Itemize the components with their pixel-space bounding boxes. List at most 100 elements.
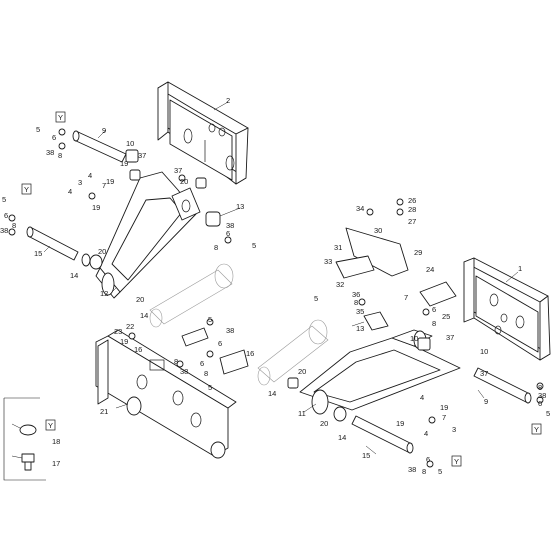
callout-26: 26 [408, 196, 416, 205]
callout-5: 5 [208, 383, 212, 392]
bushing-part-20-left [81, 253, 103, 270]
callout-19: 19 [92, 203, 100, 212]
pin-part-9-right [473, 367, 532, 404]
callout-25: 25 [442, 312, 450, 321]
svg-text:Y: Y [58, 113, 63, 122]
callout-20: 20 [180, 177, 188, 186]
callout-5: 5 [438, 467, 442, 476]
callout-37: 37 [174, 166, 182, 175]
callout-31: 31 [334, 243, 342, 252]
callout-4: 4 [420, 393, 424, 402]
inset-detail-box [3, 397, 46, 481]
callout-8: 8 [432, 319, 436, 328]
callout-22: 22 [126, 322, 134, 331]
callout-20: 20 [298, 367, 306, 376]
detail-marker-y-5: Y [45, 419, 56, 431]
callout-8: 8 [204, 369, 208, 378]
bushing-part-20-right [287, 377, 347, 422]
callout-6: 6 [432, 305, 436, 314]
callout-5: 5 [208, 315, 212, 324]
pin-part-15-right [351, 415, 414, 454]
cylinder-ghost-upper [149, 263, 234, 328]
callout-38: 38 [226, 221, 234, 230]
callout-4: 4 [424, 429, 428, 438]
callout-6: 6 [52, 133, 56, 142]
callout-13: 13 [236, 202, 244, 211]
callout-35: 35 [356, 307, 364, 316]
callout-11: 11 [298, 409, 306, 418]
clamp-part-29-30 [335, 227, 409, 279]
callout-6: 6 [226, 229, 230, 238]
callout-5: 5 [546, 409, 550, 418]
pin-part-16 [181, 327, 249, 375]
callout-36: 36 [352, 290, 360, 299]
callout-8: 8 [354, 298, 358, 307]
plate-part-24 [419, 281, 457, 307]
svg-text:Y: Y [534, 425, 539, 434]
callout-8: 8 [58, 151, 62, 160]
callout-15: 15 [34, 249, 42, 258]
callout-38: 38 [226, 326, 234, 335]
callout-20: 20 [320, 419, 328, 428]
callout-19: 19 [106, 177, 114, 186]
pin-part-9-left [72, 130, 127, 163]
callout-38: 38 [46, 148, 54, 157]
callout-37: 37 [446, 333, 454, 342]
bushing-part-13-upper [195, 177, 221, 227]
callout-8: 8 [174, 357, 178, 366]
callout-6: 6 [426, 455, 430, 464]
callout-14: 14 [140, 311, 148, 320]
callout-37: 37 [480, 369, 488, 378]
callout-29: 29 [414, 248, 422, 257]
callout-5: 5 [314, 294, 318, 303]
callout-6: 6 [538, 399, 542, 408]
callout-4: 4 [88, 171, 92, 180]
callout-14: 14 [268, 389, 276, 398]
callout-6: 6 [200, 359, 204, 368]
callout-6: 6 [4, 211, 8, 220]
bushing-part-13-lower [363, 311, 431, 351]
callout-5: 5 [252, 241, 256, 250]
callout-9: 9 [102, 126, 106, 135]
callout-19: 19 [440, 403, 448, 412]
callout-34: 34 [356, 204, 364, 213]
callout-32: 32 [336, 280, 344, 289]
leader-lines [11, 101, 519, 459]
fittings-small [8, 128, 544, 468]
bushing-part-10-left [125, 149, 141, 181]
callout-2: 2 [226, 96, 230, 105]
callout-5: 5 [36, 125, 40, 134]
bracket-part-1 [463, 257, 551, 361]
callout-8: 8 [538, 383, 542, 392]
arm-part-12 [95, 171, 201, 299]
callout-16: 16 [134, 345, 142, 354]
callout-10: 10 [410, 334, 418, 343]
bracket-part-2 [157, 81, 249, 185]
callout-9: 9 [484, 397, 488, 406]
callout-38: 38 [180, 367, 188, 376]
callout-38: 38 [408, 465, 416, 474]
carriage-part-21 [95, 329, 237, 459]
callout-20: 20 [136, 295, 144, 304]
cylinder-ghost-lower [257, 319, 329, 386]
detail-marker-y-3: Y [451, 455, 462, 467]
callout-7: 7 [404, 293, 408, 302]
svg-text:Y: Y [24, 185, 29, 194]
callout-30: 30 [374, 226, 382, 235]
callout-labels: 2 9 5 6 38 8 10 37 19 37 20 4 3 7 19 4 1… [0, 96, 550, 476]
callout-19: 19 [120, 159, 128, 168]
callout-17: 17 [52, 459, 60, 468]
callout-21: 21 [100, 407, 108, 416]
callout-12: 12 [100, 289, 108, 298]
callout-19: 19 [120, 337, 128, 346]
callout-7: 7 [442, 413, 446, 422]
callout-8: 8 [214, 243, 218, 252]
detail-marker-y-4: Y [531, 423, 542, 435]
callout-38: 38 [0, 226, 8, 235]
callout-33: 33 [324, 257, 332, 266]
callout-18: 18 [52, 437, 60, 446]
callout-5: 5 [2, 195, 6, 204]
callout-13: 13 [356, 324, 364, 333]
callout-19: 19 [396, 419, 404, 428]
